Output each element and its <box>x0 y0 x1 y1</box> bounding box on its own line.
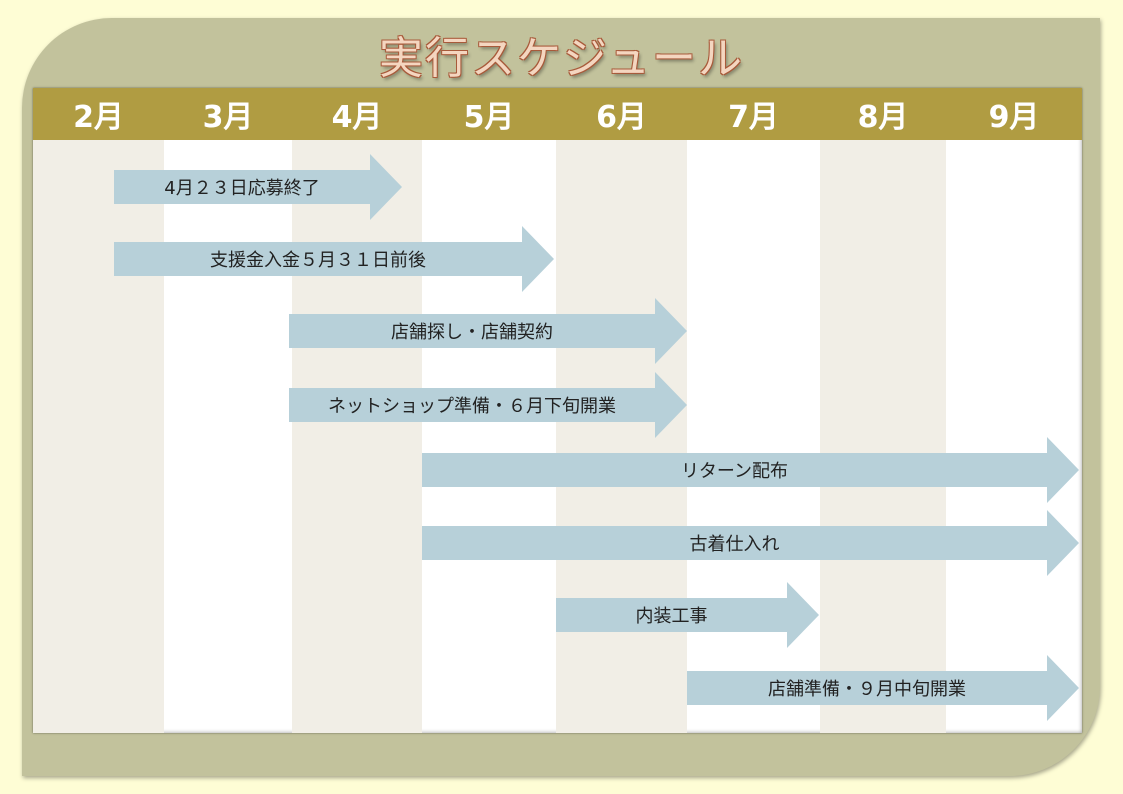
task-label: 4月２３日応募終了 <box>164 178 320 199</box>
task-label: 古着仕入れ <box>689 534 780 555</box>
month-header: 2月 3月 4月 5月 6月 7月 8月 9月 <box>33 88 1082 140</box>
month-label: 8月 <box>857 100 909 135</box>
task-label: 店舗準備・９月中旬開業 <box>768 679 966 700</box>
month-label: 6月 <box>596 100 647 135</box>
task-label: 支援金入金５月３１日前後 <box>210 250 426 271</box>
month-label: 5月 <box>463 100 515 135</box>
month-label: 9月 <box>988 100 1040 135</box>
task-label: 内装工事 <box>635 606 708 627</box>
month-label: 3月 <box>202 100 254 135</box>
month-label: 2月 <box>73 100 124 135</box>
month-column <box>820 88 946 733</box>
task-label: ネットショップ準備・６月下旬開業 <box>328 396 616 417</box>
task-label: 店舗探し・店舗契約 <box>391 322 553 343</box>
page-title: 実行スケジュール <box>379 33 744 84</box>
month-label: 7月 <box>728 100 779 135</box>
task-label: リターン配布 <box>680 461 789 482</box>
month-label: 4月 <box>331 100 383 135</box>
